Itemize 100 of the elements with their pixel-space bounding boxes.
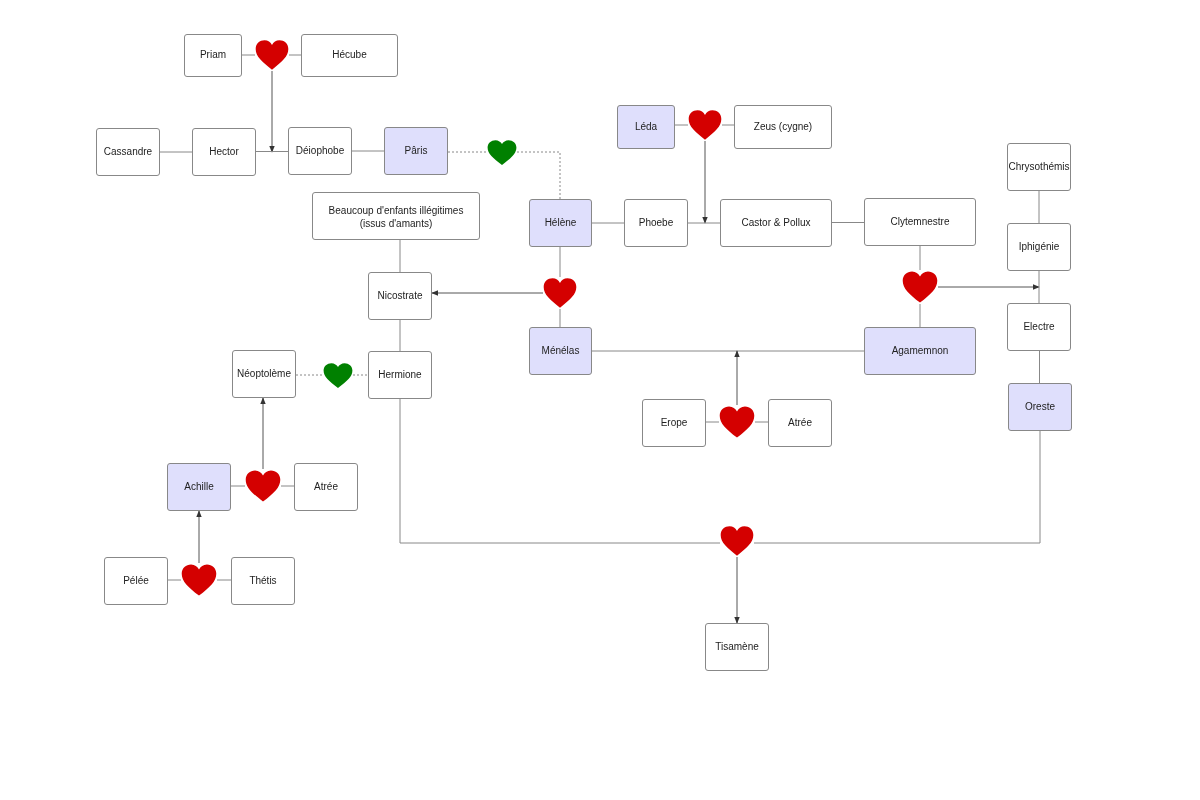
person-box xyxy=(231,557,295,605)
connector-line xyxy=(1038,270,1040,304)
person-box xyxy=(1007,303,1071,351)
person-name: Chrysothémis xyxy=(1008,160,1070,174)
person-box xyxy=(734,105,832,149)
person-name: Clytemnestre xyxy=(890,215,950,229)
connector-line xyxy=(288,54,302,56)
heart-shape xyxy=(245,469,281,503)
heart-shape xyxy=(181,563,217,597)
connector-line xyxy=(230,485,246,487)
heart-shape xyxy=(719,405,755,439)
person-name: Hécube xyxy=(332,49,367,62)
connector-line xyxy=(352,374,369,376)
person-name: Castor & Pollux xyxy=(741,216,811,230)
person-box xyxy=(301,34,398,77)
person-box xyxy=(312,192,480,240)
person-name: Beaucoup d'enfants illégitimes (issus d'amants) xyxy=(327,205,465,230)
connector-line xyxy=(591,350,865,352)
heart-shape xyxy=(688,109,722,141)
connector-line xyxy=(447,151,488,153)
connector-line xyxy=(280,485,295,487)
arrow xyxy=(702,140,708,224)
connector-line xyxy=(705,421,720,423)
connector-line xyxy=(516,151,561,200)
arrow xyxy=(734,350,740,406)
person-name: Priam xyxy=(199,49,227,62)
person-name: Agamemnon xyxy=(891,344,949,358)
person-name: Electre xyxy=(1023,320,1055,334)
person-name: Thétis xyxy=(249,574,277,588)
person-name: Déiophobe xyxy=(295,144,345,158)
person-box xyxy=(529,199,592,247)
arrow xyxy=(431,290,544,296)
connector-line xyxy=(167,579,182,581)
connector-line xyxy=(674,124,689,126)
heart-shape xyxy=(543,277,577,309)
connector-line xyxy=(399,319,401,352)
arrow xyxy=(196,510,202,564)
person-name: Atrée xyxy=(314,480,338,494)
person-box xyxy=(864,327,976,375)
person-box xyxy=(1007,223,1071,271)
person-box xyxy=(642,399,706,447)
person-box xyxy=(167,463,231,511)
connector-line xyxy=(399,239,401,273)
person-box xyxy=(368,351,432,399)
heart-shape xyxy=(487,138,517,166)
person-name: Atrée xyxy=(788,416,812,430)
connector-line xyxy=(399,398,721,544)
connector-line xyxy=(754,421,769,423)
person-box xyxy=(192,128,256,176)
person-box xyxy=(294,463,358,511)
person-box xyxy=(705,623,769,671)
connector-line xyxy=(295,374,324,376)
connector-line xyxy=(559,246,561,278)
arrow xyxy=(269,70,275,153)
person-box xyxy=(384,127,448,175)
person-name: Hermione xyxy=(378,368,422,382)
connector-line xyxy=(559,308,561,328)
connector-line xyxy=(721,124,735,126)
person-name: Léda xyxy=(634,120,658,134)
person-box xyxy=(232,350,296,398)
person-name: Ménélas xyxy=(541,344,580,358)
person-box xyxy=(624,199,688,247)
person-name: Pélée xyxy=(123,574,149,588)
heart-shape xyxy=(323,361,353,389)
person-name: Hélène xyxy=(544,216,577,230)
person-name: Néoptolème xyxy=(237,367,291,381)
person-box xyxy=(529,327,592,375)
connector-line xyxy=(255,151,289,152)
person-box xyxy=(288,127,352,175)
connector-line xyxy=(1039,350,1040,384)
person-box xyxy=(768,399,832,447)
heart-shape xyxy=(720,525,754,557)
person-name: Oreste xyxy=(1025,400,1055,414)
heart-shape xyxy=(902,270,938,304)
person-box xyxy=(617,105,675,149)
connector-line xyxy=(159,151,193,153)
connector-line xyxy=(919,245,921,271)
person-box xyxy=(720,199,832,247)
arrow xyxy=(734,556,740,624)
connector-line xyxy=(351,150,385,152)
connector-line xyxy=(831,222,865,223)
arrow xyxy=(260,397,266,470)
connector-line xyxy=(216,579,232,581)
person-box xyxy=(368,272,432,320)
person-box xyxy=(96,128,160,176)
person-name: Zeus (cygne) xyxy=(753,120,813,134)
connector-line xyxy=(591,222,625,224)
connector-line xyxy=(241,54,256,56)
person-name: Hector xyxy=(209,145,239,159)
person-box xyxy=(184,34,242,77)
connector-line xyxy=(753,430,1041,544)
connector-line xyxy=(1038,190,1040,224)
connector-line xyxy=(919,303,921,328)
person-name: Iphigénie xyxy=(1018,240,1060,254)
person-name: Pâris xyxy=(404,144,428,158)
person-box xyxy=(1008,383,1072,431)
person-name: Nicostrate xyxy=(377,289,423,303)
person-box xyxy=(104,557,168,605)
person-box xyxy=(864,198,976,246)
person-name: Cassandre xyxy=(103,145,153,159)
